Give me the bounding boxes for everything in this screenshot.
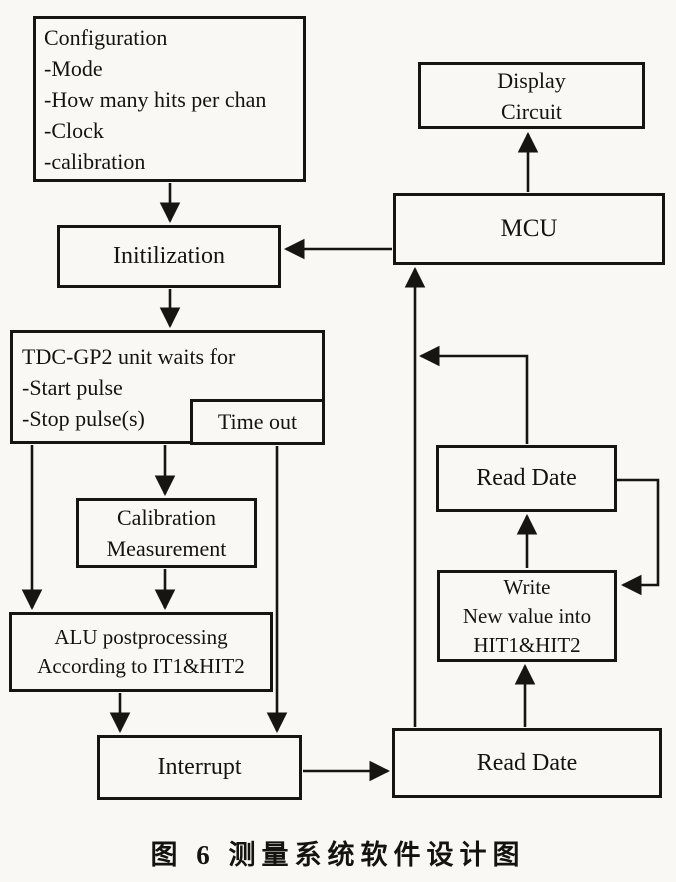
- node-tdc-wait: TDC-GP2 unit waits for -Start pulse -Sto…: [10, 330, 325, 444]
- node-line: -How many hits per chan: [44, 86, 267, 112]
- node-line: According to IT1&HIT2: [37, 654, 245, 678]
- node-line: -Start pulse: [22, 374, 123, 400]
- node-calibration: Calibration Measurement: [76, 498, 257, 568]
- node-line: Display: [497, 67, 566, 93]
- node-interrupt: Interrupt: [97, 735, 302, 800]
- node-label: Read Date: [476, 465, 577, 491]
- node-line: Calibration: [117, 505, 216, 530]
- connector-readtop-to-write-loop: [617, 478, 660, 596]
- node-display-circuit: Display Circuit: [418, 62, 645, 129]
- node-read-date-top: Read Date: [436, 445, 617, 512]
- node-configuration: Configuration -Mode -How many hits per c…: [33, 16, 306, 182]
- node-line: -calibration: [44, 148, 146, 174]
- node-line: Circuit: [500, 98, 563, 124]
- figure-caption: 图 6 测量系统软件设计图: [150, 840, 526, 870]
- node-line: Write: [503, 574, 551, 599]
- node-label: Initilization: [113, 243, 225, 269]
- node-line: HIT1&HIT2: [473, 632, 581, 657]
- node-label: Time out: [217, 409, 298, 434]
- node-line: -Mode: [44, 55, 103, 81]
- node-line: Measurement: [106, 536, 227, 561]
- node-label: MCU: [500, 215, 558, 242]
- node-write-hit: Write New value into HIT1&HIT2: [437, 570, 617, 662]
- node-label: Read Date: [476, 749, 578, 776]
- connector-readtop-to-mcu-line: [418, 345, 529, 444]
- node-line: -Stop pulse(s): [22, 405, 145, 431]
- node-read-date-bottom: Read Date: [392, 728, 662, 798]
- node-line: New value into: [462, 603, 592, 628]
- node-line: ALU postprocessing: [54, 625, 228, 649]
- node-label: Interrupt: [157, 754, 242, 780]
- node-initialization: Initilization: [57, 225, 281, 288]
- node-timeout: Time out: [190, 399, 325, 445]
- node-line: TDC-GP2 unit waits for: [22, 343, 236, 369]
- node-alu-postprocessing: ALU postprocessing According to IT1&HIT2: [9, 612, 273, 692]
- node-line: Configuration: [44, 24, 168, 50]
- node-mcu: MCU: [393, 193, 665, 265]
- node-line: -Clock: [44, 117, 104, 143]
